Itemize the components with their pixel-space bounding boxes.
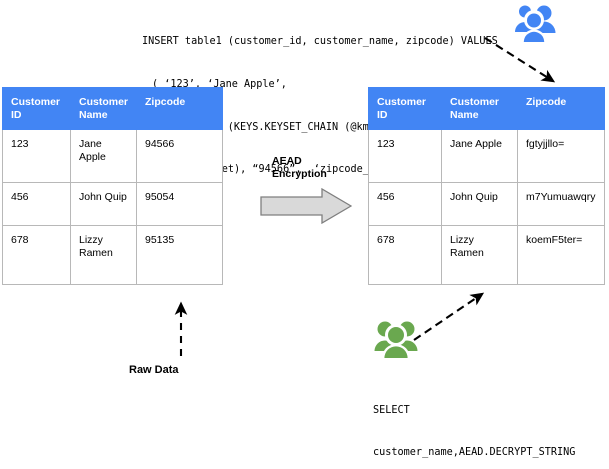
insert-sql-line-2: ( ‘123’, ‘Jane Apple’, xyxy=(152,79,287,91)
cell-customer-id: 123 xyxy=(368,129,442,183)
header-line-2: ID xyxy=(377,108,388,121)
raw-data-arrow xyxy=(168,296,194,358)
cell-zipcode: m7Yumuawqry xyxy=(517,182,605,226)
cell-zipcode: 95135 xyxy=(136,225,223,285)
insert-sql-line-1: INSERT table1 (customer_id, customer_nam… xyxy=(142,36,498,48)
cell-customer-name: Jane Apple xyxy=(70,129,137,183)
select-sql-statement: SELECT customer_name,AEAD.DECRYPT_STRING… xyxy=(373,376,575,469)
select-sql-line-1: SELECT xyxy=(373,405,410,416)
people-group-icon xyxy=(512,2,556,42)
cell-customer-name: John Quip xyxy=(70,182,137,226)
cell-customer-name: Lizzy Ramen xyxy=(70,225,137,285)
table-row: 456 John Quip 95054 xyxy=(2,182,223,226)
cell-customer-id: 456 xyxy=(368,182,442,226)
column-header-zipcode: Zipcode xyxy=(136,87,223,130)
cell-customer-name: Lizzy Ramen xyxy=(441,225,518,285)
header-line-1: Zipcode xyxy=(145,96,186,108)
raw-data-label: Raw Data xyxy=(129,364,179,376)
table-row: 456 John Quip m7Yumuawqry xyxy=(368,182,605,226)
header-line-2: ID xyxy=(11,108,22,121)
select-flow-arrow xyxy=(412,288,492,342)
cell-customer-name: Jane Apple xyxy=(441,129,518,183)
table-row: 678 Lizzy Ramen 95135 xyxy=(2,225,223,285)
cell-zipcode: 94566 xyxy=(136,129,223,183)
cell-customer-id: 123 xyxy=(2,129,71,183)
people-group-icon xyxy=(374,316,420,358)
table-row: 678 Lizzy Ramen koemF5ter= xyxy=(368,225,605,285)
cell-zipcode: koemF5ter= xyxy=(517,225,605,285)
cell-zipcode: fgtyjjllo= xyxy=(517,129,605,183)
aead-encryption-label: AEAD Encryption xyxy=(272,155,327,180)
insert-flow-arrow xyxy=(483,36,565,88)
header-line-1: Customer xyxy=(450,96,500,108)
header-line-1: Customer xyxy=(79,96,129,108)
header-line-1: Customer xyxy=(377,96,427,108)
cell-customer-name: John Quip xyxy=(441,182,518,226)
cell-customer-id: 456 xyxy=(2,182,71,226)
header-line-1: Customer xyxy=(11,96,61,108)
cell-customer-id: 678 xyxy=(2,225,71,285)
header-line-2: Name xyxy=(450,108,479,121)
cell-zipcode: 95054 xyxy=(136,182,223,226)
table-row: 123 Jane Apple fgtyjjllo= xyxy=(368,129,605,183)
header-line-1: Zipcode xyxy=(526,96,567,108)
header-line-2: Name xyxy=(79,108,108,121)
encryption-block-arrow xyxy=(260,187,353,225)
select-sql-line-2: customer_name,AEAD.DECRYPT_STRING xyxy=(373,447,576,458)
cell-customer-id: 678 xyxy=(368,225,442,285)
table-row: 123 Jane Apple 94566 xyxy=(2,129,223,183)
column-header-zipcode: Zipcode xyxy=(517,87,605,130)
